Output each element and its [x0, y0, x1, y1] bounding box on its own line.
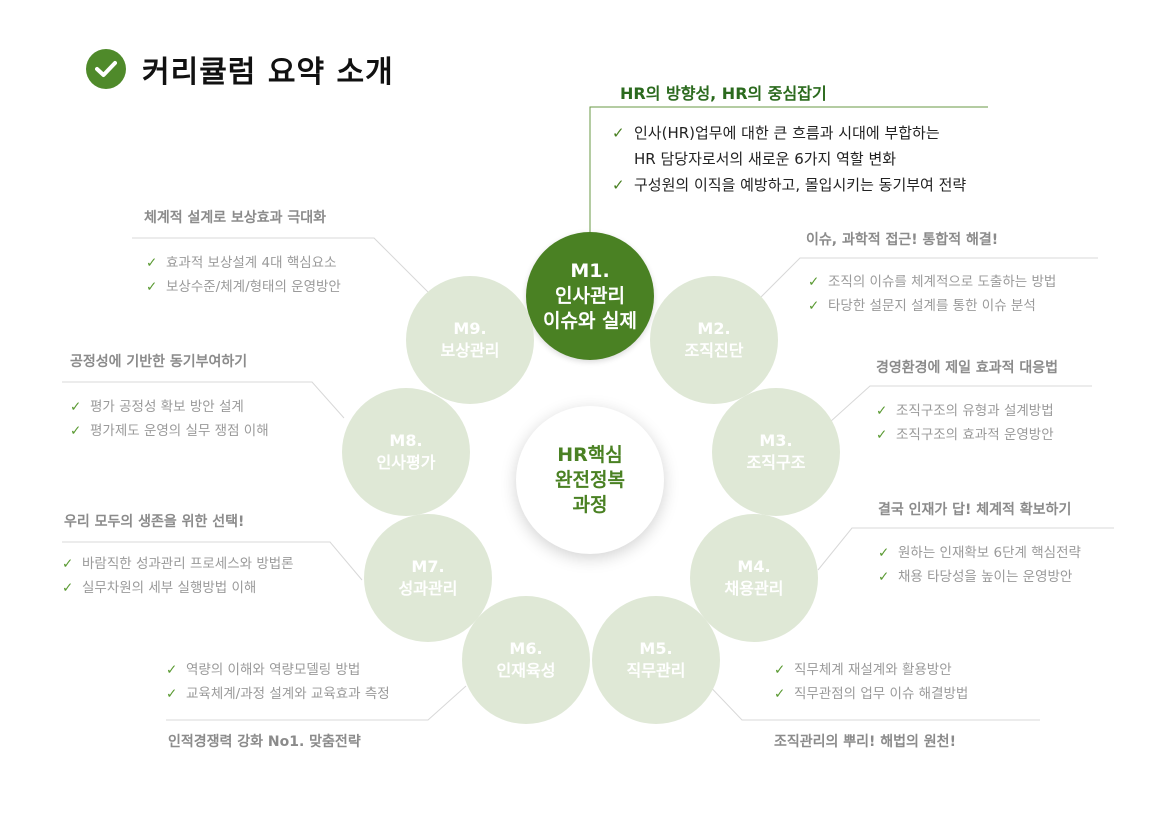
list-item: ✓평가 공정성 확보 방안 설계 [70, 395, 269, 419]
check-icon: ✓ [612, 124, 625, 142]
check-icon: ✓ [70, 423, 82, 439]
spacer [612, 146, 634, 172]
list-item: ✓조직의 이슈를 체계적으로 도출하는 방법 [808, 270, 1056, 294]
module-code: M1. [570, 259, 610, 282]
check-icon: ✓ [612, 176, 625, 194]
module-bullets-m9: ✓효과적 보상설계 4대 핵심요소 ✓보상수준/체계/형태의 운영방안 [146, 251, 341, 299]
module-code: M3. [759, 431, 793, 450]
list-item: ✓타당한 설문지 설계를 통한 이슈 분석 [808, 294, 1056, 318]
list-item: HR 담당자로서의 새로운 6가지 역할 변화 [612, 146, 966, 172]
check-icon: ✓ [878, 545, 890, 561]
check-icon: ✓ [146, 255, 158, 271]
module-code: M7. [411, 557, 445, 576]
module-name: 채용관리 [724, 579, 784, 598]
check-icon: ✓ [808, 298, 820, 314]
list-item: ✓채용 타당성을 높이는 운영방안 [878, 565, 1081, 589]
module-node-m6: M6. 인재육성 [462, 596, 590, 724]
check-icon: ✓ [878, 569, 890, 585]
module-bullets-m6: ✓역량의 이해와 역량모델링 방법 ✓교육체계/과정 설계와 교육효과 측정 [166, 658, 390, 706]
module-node-m8: M8. 인사평가 [342, 388, 470, 516]
check-icon: ✓ [774, 662, 786, 678]
list-item: ✓조직구조의 유형과 설계방법 [876, 399, 1054, 423]
module-name: 인사평가 [376, 453, 436, 472]
center-line3: 과정 [572, 493, 608, 516]
module-node-m5: M5. 직무관리 [592, 596, 720, 724]
module-code: M4. [737, 557, 771, 576]
list-item: ✓직무체계 재설계와 활용방안 [774, 658, 968, 682]
module-bullets-m2: ✓조직의 이슈를 체계적으로 도출하는 방법 ✓타당한 설문지 설계를 통한 이… [808, 270, 1056, 318]
list-item: ✓원하는 인재확보 6단계 핵심전략 [878, 541, 1081, 565]
list-item: ✓보상수준/체계/형태의 운영방안 [146, 275, 341, 299]
module-node-m3: M3. 조직구조 [712, 388, 840, 516]
list-item: ✓조직구조의 효과적 운영방안 [876, 423, 1054, 447]
module-code: M5. [639, 639, 673, 658]
check-icon: ✓ [166, 686, 178, 702]
module-heading-m5: 조직관리의 뿌리! 해법의 원천! [774, 734, 956, 750]
module-node-m7: M7. 성과관리 [364, 514, 492, 642]
module-bullets-m4: ✓원하는 인재확보 6단계 핵심전략 ✓채용 타당성을 높이는 운영방안 [878, 541, 1081, 589]
check-icon: ✓ [146, 279, 158, 295]
module-heading-m2: 이슈, 과학적 접근! 통합적 해결! [806, 232, 999, 248]
list-item: ✓역량의 이해와 역량모델링 방법 [166, 658, 390, 682]
list-item: ✓교육체계/과정 설계와 교육효과 측정 [166, 682, 390, 706]
check-icon: ✓ [166, 662, 178, 678]
module-name: 성과관리 [398, 579, 458, 598]
module-node-m1: M1. 인사관리 이슈와 실제 [526, 232, 654, 360]
module-heading-m4: 결국 인재가 답! 체계적 확보하기 [878, 502, 1072, 518]
center-circle: HR핵심 완전정복 과정 [516, 406, 664, 554]
page-header: 커리큘럼 요약 소개 [86, 47, 394, 91]
module-heading-m8: 공정성에 기반한 동기부여하기 [70, 354, 248, 370]
module-name: 인사관리 [555, 284, 625, 307]
module-code: M2. [697, 319, 731, 338]
list-item: ✓효과적 보상설계 4대 핵심요소 [146, 251, 341, 275]
module-code: M8. [389, 431, 423, 450]
module-code: M9. [453, 319, 487, 338]
module-name: 인재육성 [496, 661, 556, 680]
check-icon: ✓ [62, 580, 74, 596]
module-name: 조직구조 [746, 453, 806, 472]
list-item: ✓구성원의 이직을 예방하고, 몰입시키는 동기부여 전략 [612, 172, 966, 198]
center-line2: 완전정복 [555, 468, 625, 491]
module-name: 직무관리 [626, 661, 686, 680]
list-item: ✓평가제도 운영의 실무 쟁점 이해 [70, 419, 269, 443]
check-icon: ✓ [70, 399, 82, 415]
module-heading-m1: HR의 방향성, HR의 중심잡기 [620, 84, 827, 103]
check-icon: ✓ [876, 427, 888, 443]
module-name: 보상관리 [440, 341, 500, 360]
module-node-m9: M9. 보상관리 [406, 276, 534, 404]
module-bullets-m5: ✓직무체계 재설계와 활용방안 ✓직무관점의 업무 이슈 해결방법 [774, 658, 968, 706]
check-circle-icon [86, 49, 126, 89]
module-code: M6. [509, 639, 543, 658]
list-item: ✓인사(HR)업무에 대한 큰 흐름과 시대에 부합하는 [612, 120, 966, 146]
module-bullets-m1: ✓인사(HR)업무에 대한 큰 흐름과 시대에 부합하는 HR 담당자로서의 새… [612, 120, 966, 198]
check-icon: ✓ [808, 274, 820, 290]
module-heading-m9: 체계적 설계로 보상효과 극대화 [144, 210, 327, 226]
page-title: 커리큘럼 요약 소개 [142, 55, 394, 90]
module-heading-m6: 인적경쟁력 강화 No1. 맞춤전략 [168, 734, 361, 750]
module-bullets-m3: ✓조직구조의 유형과 설계방법 ✓조직구조의 효과적 운영방안 [876, 399, 1054, 447]
module-name: 조직진단 [684, 341, 744, 360]
check-icon: ✓ [774, 686, 786, 702]
check-icon: ✓ [62, 556, 74, 572]
module-heading-m7: 우리 모두의 생존을 위한 선택! [64, 514, 245, 530]
module-bullets-m8: ✓평가 공정성 확보 방안 설계 ✓평가제도 운영의 실무 쟁점 이해 [70, 395, 269, 443]
list-item: ✓바람직한 성과관리 프로세스와 방법론 [62, 552, 294, 576]
list-item: ✓직무관점의 업무 이슈 해결방법 [774, 682, 968, 706]
module-node-m2: M2. 조직진단 [650, 276, 778, 404]
check-icon: ✓ [876, 403, 888, 419]
module-heading-m3: 경영환경에 제일 효과적 대응법 [876, 360, 1059, 376]
module-bullets-m7: ✓바람직한 성과관리 프로세스와 방법론 ✓실무차원의 세부 실행방법 이해 [62, 552, 294, 600]
center-line1: HR핵심 [557, 443, 623, 466]
module-node-m4: M4. 채용관리 [690, 514, 818, 642]
module-name-2: 이슈와 실제 [542, 309, 637, 332]
list-item: ✓실무차원의 세부 실행방법 이해 [62, 576, 294, 600]
